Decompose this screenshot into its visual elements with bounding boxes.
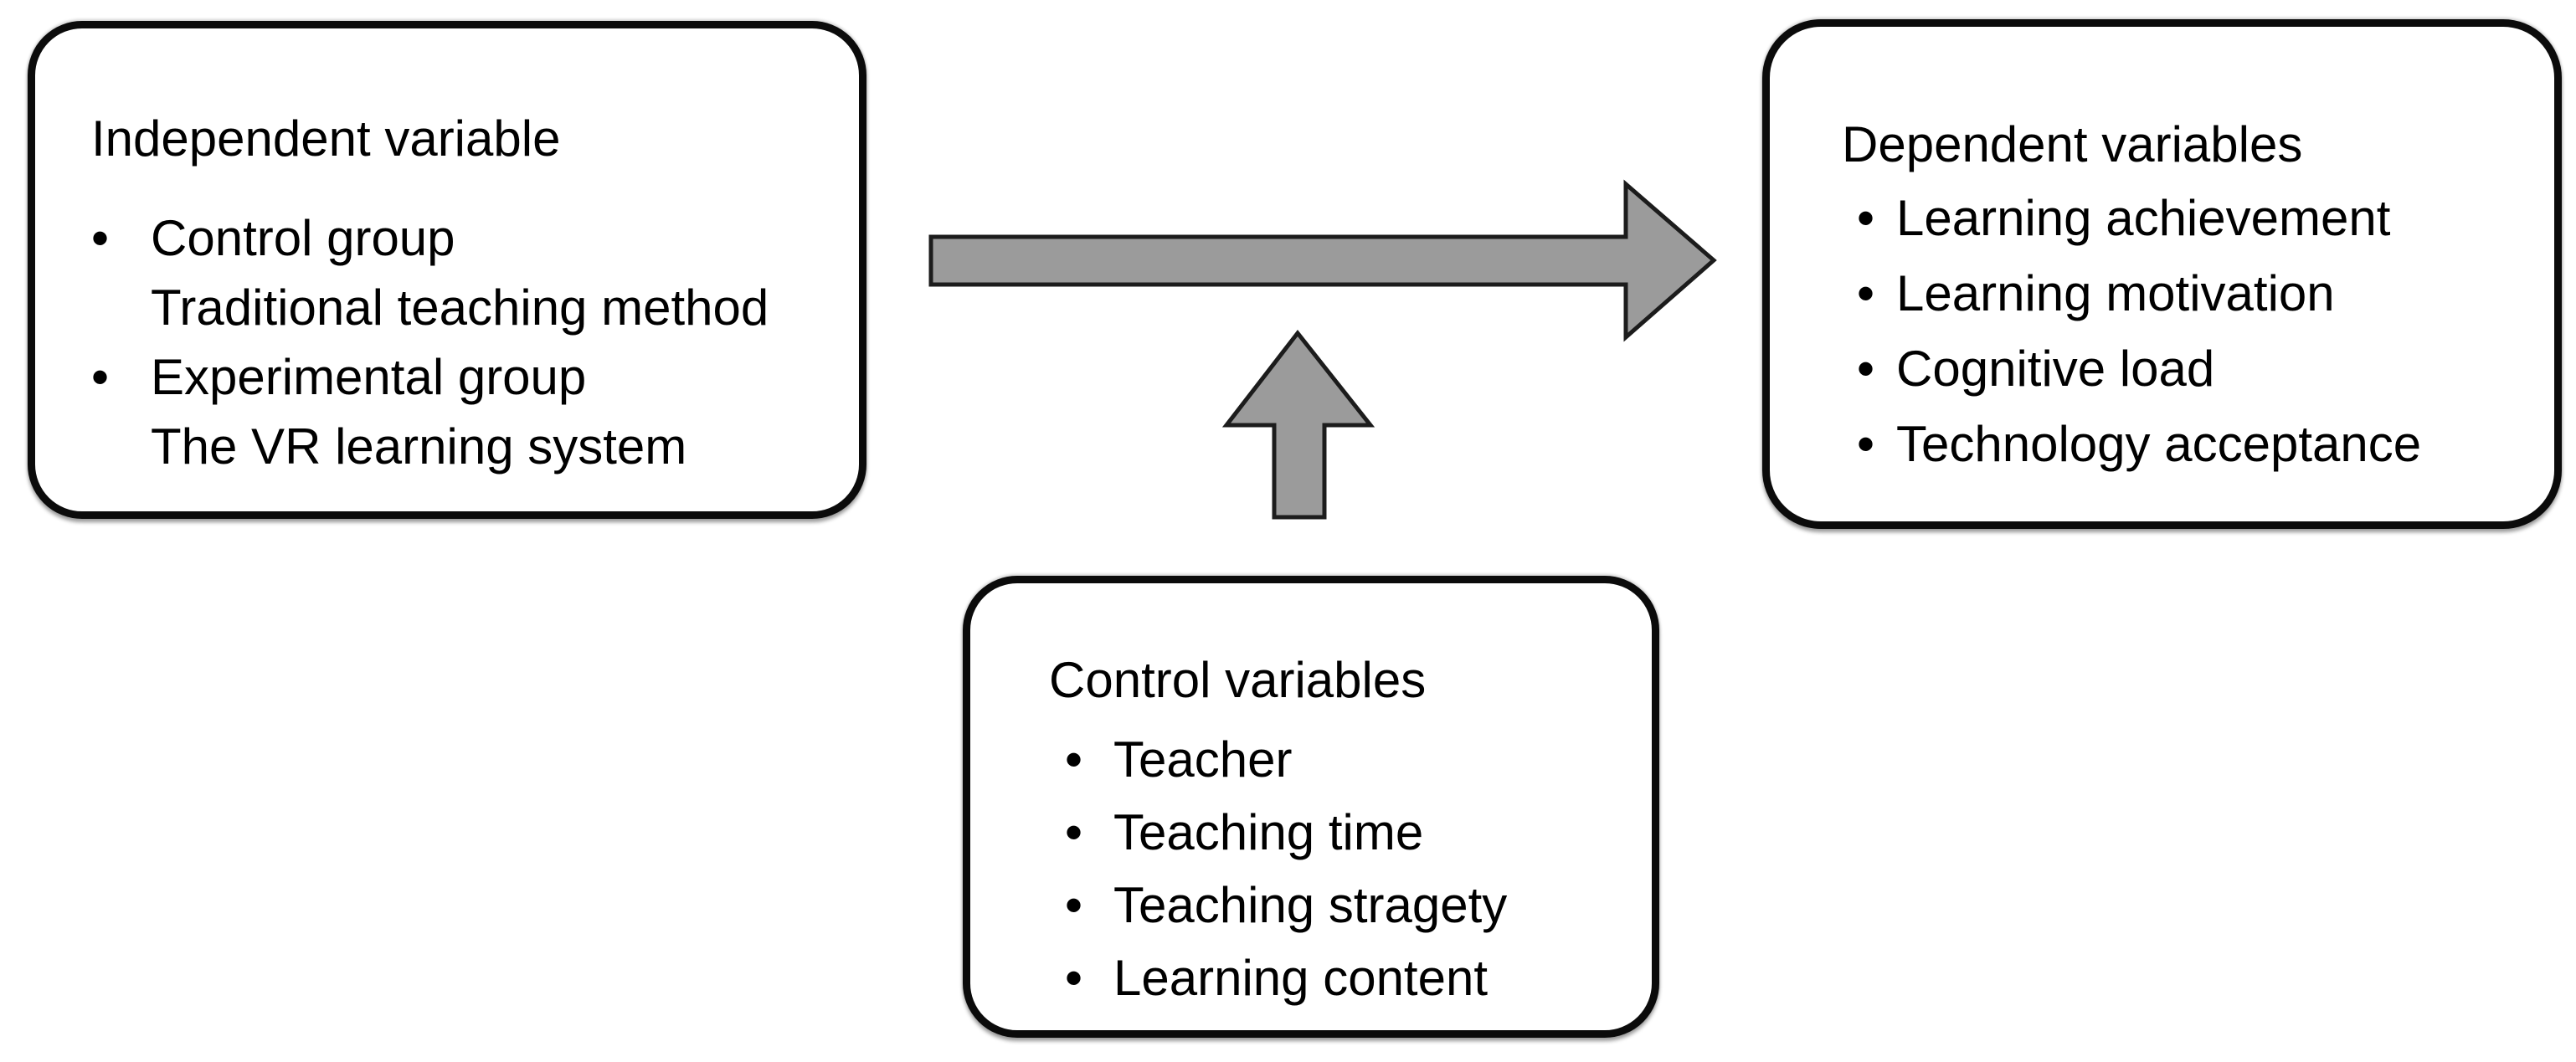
list-item-label: Learning achievement (1896, 190, 2391, 246)
list-item-label: Control group (151, 210, 455, 266)
arrow-up-icon (1221, 329, 1375, 520)
box-title: Control variables (1049, 652, 1427, 708)
bullet-icon: • (91, 349, 110, 405)
bullet-icon: • (1857, 265, 1875, 321)
independent-variable-box: Independent variable • Control group Tra… (28, 21, 866, 519)
list-item-label: Teacher (1113, 731, 1293, 788)
list-item: • Cognitive load (1842, 331, 2537, 407)
list-item-continuation: The VR learning system (91, 412, 842, 481)
bullet-icon: • (91, 210, 110, 266)
list-item: • Learning content (1049, 941, 1635, 1014)
list-item-label: Cognitive load (1896, 341, 2215, 397)
bullet-icon: • (1065, 950, 1083, 1006)
list-item-label: Learning motivation (1896, 265, 2335, 321)
list-item: • Teaching time (1049, 796, 1635, 869)
list-item-label: The VR learning system (151, 418, 687, 475)
bullet-icon: • (1065, 877, 1083, 933)
dependent-variables-box: Dependent variables • Learning achieveme… (1762, 19, 2562, 529)
list-item: • Technology acceptance (1842, 407, 2537, 482)
list-item-label: Teaching time (1113, 804, 1424, 860)
list-item-continuation: Traditional teaching method (91, 273, 842, 342)
list-item: • Control group (91, 203, 842, 273)
list-item: • Learning achievement (1842, 181, 2537, 256)
list-item-label: Technology acceptance (1896, 416, 2422, 472)
arrow-right-icon (928, 179, 1717, 342)
bullet-icon: • (1857, 341, 1875, 397)
list-item: • Learning motivation (1842, 256, 2537, 331)
box-title: Dependent variables (1842, 116, 2303, 172)
list-item-label: Teaching stragety (1113, 877, 1508, 933)
box-title: Independent variable (91, 110, 561, 167)
list-item-label: Traditional teaching method (151, 280, 769, 336)
control-variables-box: Control variables • Teacher • Teaching t… (963, 576, 1659, 1038)
list-item: • Experimental group (91, 342, 842, 412)
list-item-label: Experimental group (151, 349, 587, 405)
list-item: • Teacher (1049, 723, 1635, 796)
bullet-icon: • (1857, 416, 1875, 472)
list-item-label: Learning content (1113, 950, 1489, 1006)
list-item: • Teaching stragety (1049, 869, 1635, 941)
bullet-icon: • (1857, 190, 1875, 246)
bullet-icon: • (1065, 804, 1083, 860)
bullet-icon: • (1065, 731, 1083, 788)
